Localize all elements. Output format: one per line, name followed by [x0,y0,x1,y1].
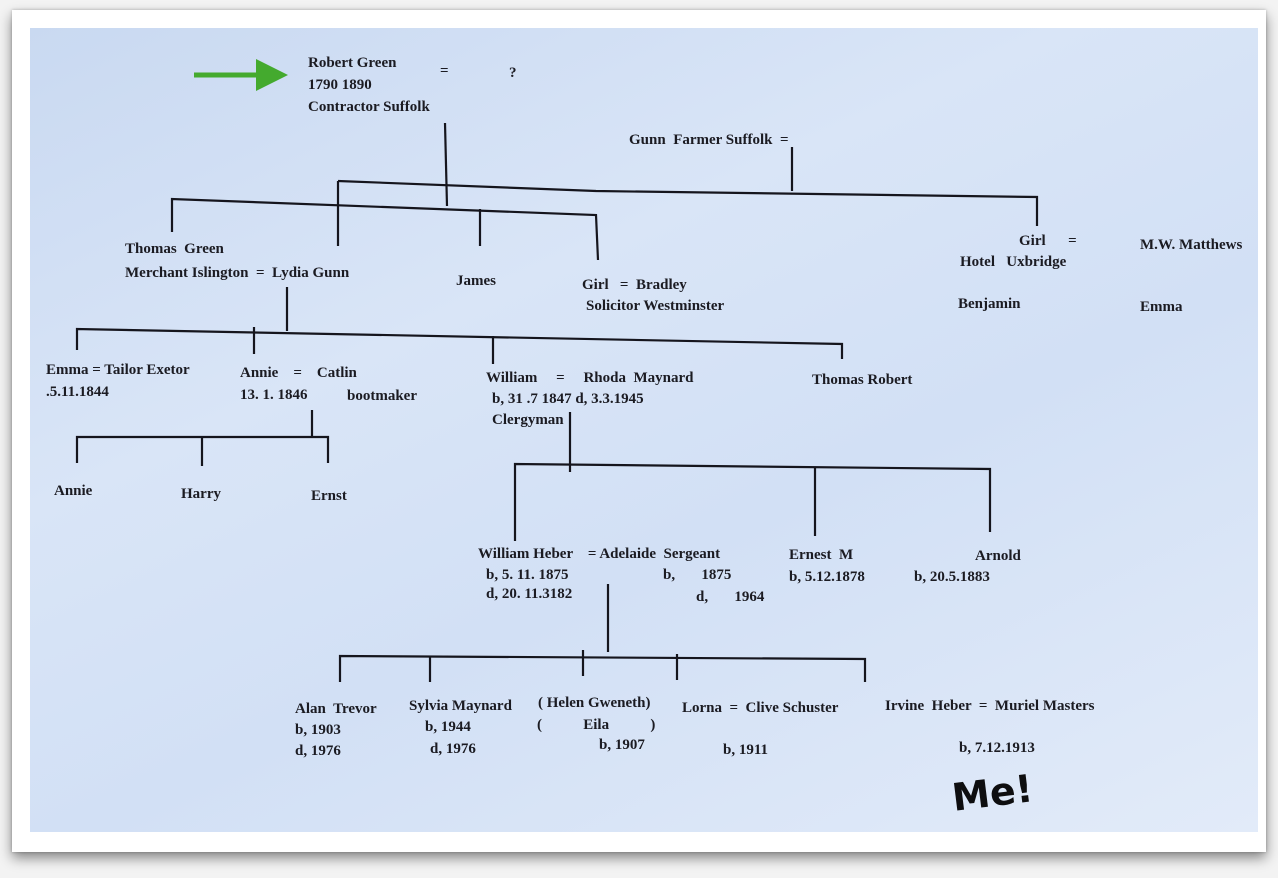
arnold-name: Arnold [975,548,1021,564]
william-heber-adelaide: William Heber = Adelaide Sergeant [478,546,721,562]
bradley-occupation: Solicitor Westminster [586,298,725,314]
catlin-occupation: bootmaker [347,388,417,404]
helen-birth: b, 1907 [599,737,645,753]
green-arrow-icon [194,59,288,91]
helen-gweneth-name: ( Helen Gweneth) [538,695,651,711]
girl-matthews: Girl = [1019,233,1077,249]
hotel-uxbridge: Hotel Uxbridge [960,254,1067,270]
lorna-birth: b, 1911 [723,742,769,758]
annie-birth-date: 13. 1. 1846 [240,387,308,403]
emma-birth-date: .5.11.1844 [46,384,109,400]
emma-tailor: Emma = Tailor Exetor [46,362,190,378]
mw-matthews-name: M.W. Matthews [1140,237,1243,253]
sylvia-birth: b, 1944 [425,719,471,735]
robert-green-occupation: Contractor Suffolk [308,99,430,115]
girl-bradley: Girl = Bradley [582,277,687,293]
thomas-robert-name: Thomas Robert [812,372,913,388]
paper-sheet [30,28,1258,832]
annie-catlin: Annie = Catlin [240,365,357,381]
william-occupation: Clergyman [492,412,564,428]
robert-green-years: 1790 1890 [308,77,372,93]
sylvia-maynard-name: Sylvia Maynard [409,698,512,714]
lorna-clive: Lorna = Clive Schuster [682,700,839,716]
ernest-name: Ernest M [789,547,854,563]
irvine-birth: b, 7.12.1913 [959,740,1035,756]
adelaide-death: d, 1964 [696,589,765,605]
emma-matthews-name: Emma [1140,299,1183,315]
william-dates: b, 31 .7 1847 d, 3.3.1945 [492,391,644,407]
robert-spouse-unknown: ? [509,65,517,81]
benjamin-name: Benjamin [958,296,1021,312]
alan-birth: b, 1903 [295,722,341,738]
arnold-birth: b, 20.5.1883 [914,569,990,585]
alan-trevor-name: Alan Trevor [295,701,377,717]
robert-green-name: Robert Green [308,55,397,71]
william-heber-birth: b, 5. 11. 1875 [486,567,569,583]
alan-death: d, 1976 [295,743,341,759]
sylvia-death: d, 1976 [430,741,476,757]
gunn-farmer: Gunn Farmer Suffolk = [629,132,789,148]
annie-child-name: Annie [54,483,93,499]
thomas-green-name: Thomas Green [125,241,224,257]
william-rhoda: William = Rhoda Maynard [486,370,694,386]
harry-name: Harry [181,486,221,502]
william-heber-death: d, 20. 11.3182 [486,586,573,602]
irvine-muriel: Irvine Heber = Muriel Masters [885,698,1095,714]
eila-name: ( Eila ) [537,717,656,733]
thomas-green-occupation: Merchant Islington = Lydia Gunn [125,265,350,281]
robert-marriage-sign: = [440,63,449,79]
adelaide-birth: b, 1875 [663,567,732,583]
james-name: James [456,273,496,289]
ernst-name: Ernst [311,488,347,504]
ernest-birth: b, 5.12.1878 [789,569,865,585]
